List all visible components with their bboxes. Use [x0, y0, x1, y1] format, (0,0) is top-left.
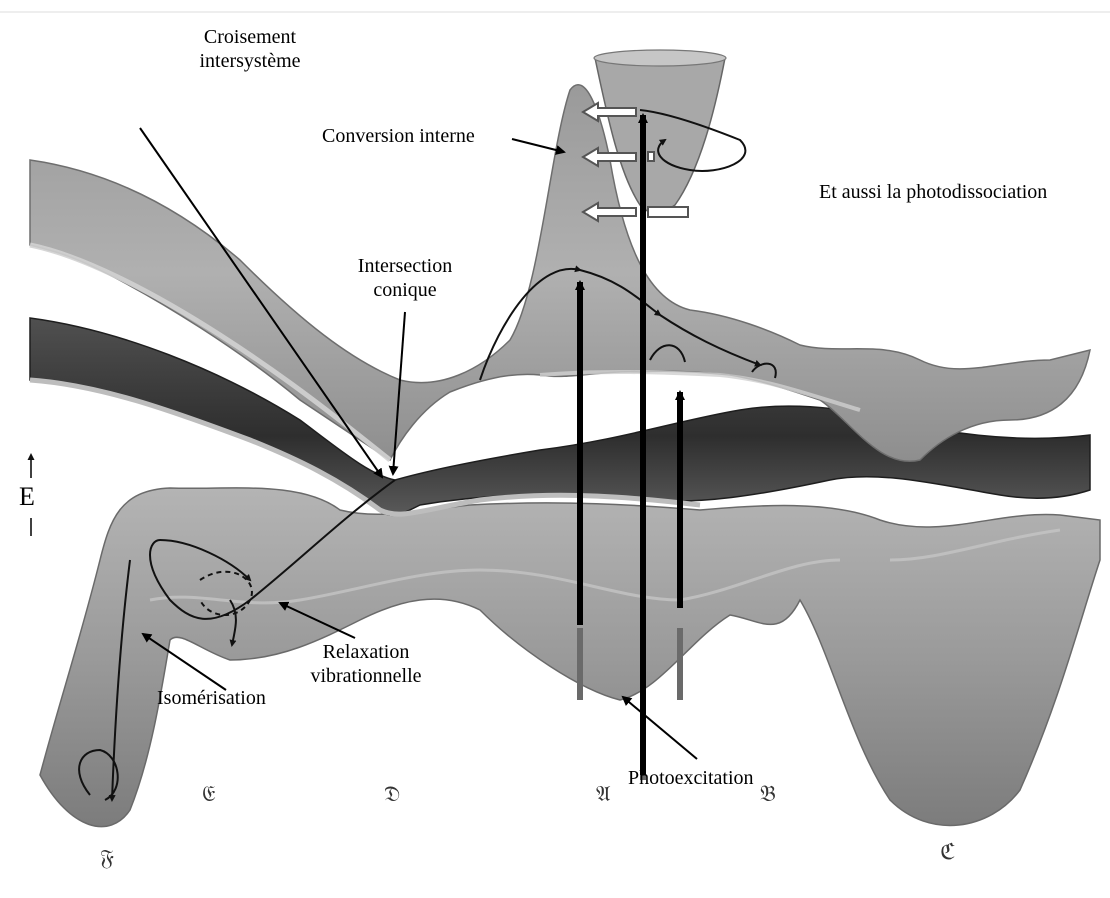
label-conversion-interne: Conversion interne	[322, 124, 475, 148]
region-letter-b: 𝔅	[760, 782, 776, 807]
label-croisement-line2: intersystème	[160, 49, 340, 73]
region-letter-a: 𝔄	[596, 782, 611, 807]
leader-photoexcitation	[623, 697, 697, 759]
label-isomerisation: Isomérisation	[157, 686, 266, 710]
label-relaxation-vibrationnelle: Relaxation vibrationnelle	[296, 640, 436, 688]
label-photoexcitation: Photoexcitation	[628, 766, 754, 790]
region-letter-f: 𝔉	[100, 846, 114, 871]
label-croisement-intersysteme: Croisement intersystème	[160, 25, 340, 73]
label-relaxation-line1: Relaxation	[296, 640, 436, 664]
label-intersection-conique: Intersection conique	[335, 254, 475, 302]
label-relaxation-line2: vibrationnelle	[296, 664, 436, 688]
label-intersection-line2: conique	[335, 278, 475, 302]
label-intersection-line1: Intersection	[335, 254, 475, 278]
label-photodissociation: Et aussi la photodissociation	[819, 180, 1047, 204]
region-letter-e: 𝔈	[202, 782, 216, 807]
label-croisement-line1: Croisement	[160, 25, 340, 49]
ground-state-surface	[40, 488, 1100, 827]
region-letter-c: ℭ	[940, 840, 955, 865]
energy-axis-label: E	[19, 482, 35, 512]
region-letter-d: 𝔇	[384, 782, 400, 807]
